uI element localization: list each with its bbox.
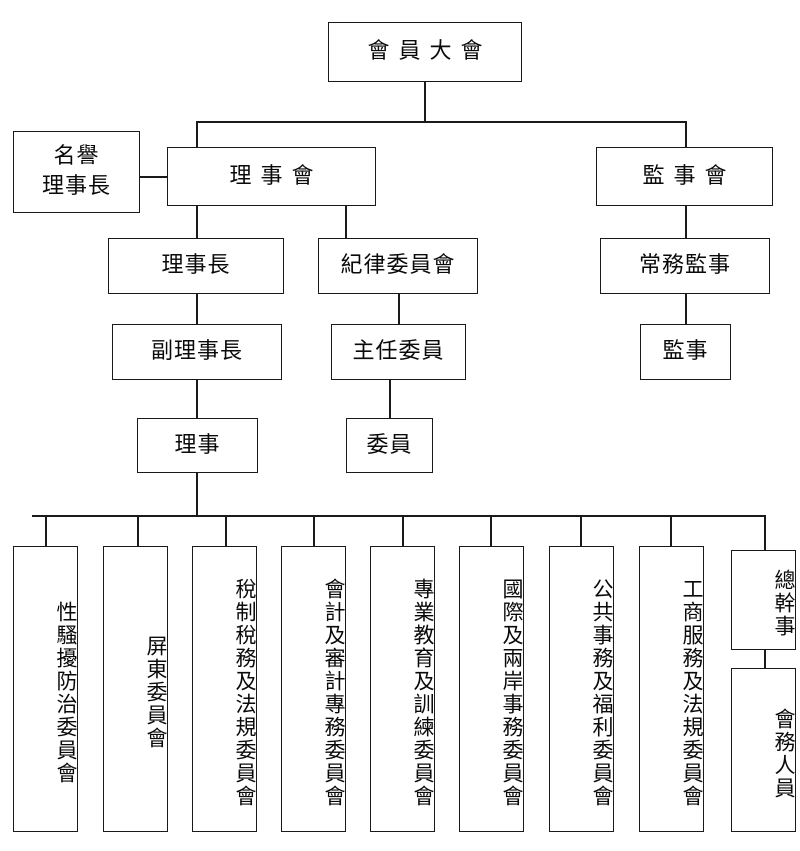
connector-tier2-bus: [196, 121, 686, 123]
connector-supervisors-to-standing: [685, 205, 687, 238]
node-chairman[interactable]: 理事長: [108, 238, 284, 294]
connector-bus-drop-2: [137, 515, 139, 546]
committee-label: 屏東委員會: [144, 635, 168, 750]
connector-vice-to-director: [196, 379, 198, 418]
administrative-staff-label: 會務人員: [772, 707, 796, 800]
connector-disciplinary-to-chief: [398, 293, 400, 324]
connector-bus-drop-4: [313, 515, 315, 546]
node-committee-professional-education-and-training[interactable]: 專業教育及訓練委員會: [370, 546, 435, 832]
committee-label: 公共事務及福利委員會: [590, 577, 614, 808]
connector-bus-drop-3: [225, 515, 227, 546]
connector-bus-drop-7: [580, 515, 582, 546]
node-secretary-general[interactable]: 總幹事: [731, 550, 796, 650]
node-committee-accounting-and-audit-affairs[interactable]: 會計及審計專務委員會: [281, 546, 346, 832]
committee-label: 稅制稅務及法規委員會: [233, 577, 257, 808]
node-chief-committee-member[interactable]: 主任委員: [331, 324, 466, 380]
node-vice-chairman[interactable]: 副理事長: [112, 324, 282, 380]
connector-bus-drop-1: [45, 515, 47, 546]
secretary-general-label: 總幹事: [772, 569, 796, 638]
committee-label: 會計及審計專務委員會: [322, 577, 346, 808]
connector-board-directors-drop: [196, 121, 198, 148]
committee-label: 專業教育及訓練委員會: [411, 577, 435, 808]
connector-assembly-drop: [424, 82, 426, 122]
connector-board-supervisors-drop: [685, 121, 687, 148]
node-general-assembly[interactable]: 會員大會: [328, 22, 522, 82]
committee-label: 性騷擾防治委員會: [54, 600, 78, 785]
connector-bus-drop-5: [402, 515, 404, 546]
node-board-of-directors[interactable]: 理事會: [167, 147, 376, 206]
node-standing-supervisor[interactable]: 常務監事: [600, 238, 770, 294]
node-board-of-supervisors[interactable]: 監事會: [596, 147, 773, 206]
connector-secretary-to-staff: [764, 649, 766, 669]
connector-bottom-bus: [32, 515, 765, 517]
node-disciplinary-committee[interactable]: 紀律委員會: [318, 238, 478, 294]
node-committee-public-affairs-and-welfare[interactable]: 公共事務及福利委員會: [549, 546, 614, 832]
node-administrative-staff[interactable]: 會務人員: [731, 668, 796, 832]
connector-chairman-to-vice: [196, 293, 198, 324]
connector-board-to-chairman: [196, 205, 198, 238]
committee-label: 工商服務及法規委員會: [680, 577, 704, 808]
node-committee-international-and-cross-strait-affairs[interactable]: 國際及兩岸事務委員會: [459, 546, 524, 832]
node-committee-pingtung[interactable]: 屏東委員會: [103, 546, 168, 832]
node-director[interactable]: 理事: [137, 418, 258, 473]
committee-label: 國際及兩岸事務委員會: [500, 577, 524, 808]
node-committee-sexual-harassment-prevention[interactable]: 性騷擾防治委員會: [13, 546, 78, 832]
connector-bus-drop-8: [670, 515, 672, 546]
connector-standing-to-supervisor: [685, 293, 687, 324]
connector-chief-to-member: [389, 379, 391, 418]
connector-honorary-to-board: [139, 176, 168, 178]
node-committee-member[interactable]: 委員: [346, 418, 433, 473]
connector-director-to-bus: [196, 472, 198, 516]
node-honorary-chairman[interactable]: 名譽 理事長: [13, 131, 140, 213]
connector-bus-drop-9: [764, 515, 766, 550]
node-committee-commerce-service-and-regulations[interactable]: 工商服務及法規委員會: [639, 546, 704, 832]
connector-bus-drop-6: [490, 515, 492, 546]
connector-board-to-disciplinary: [345, 205, 347, 238]
node-supervisor[interactable]: 監事: [640, 324, 731, 380]
node-committee-tax-system-and-regulations[interactable]: 稅制稅務及法規委員會: [192, 546, 257, 832]
